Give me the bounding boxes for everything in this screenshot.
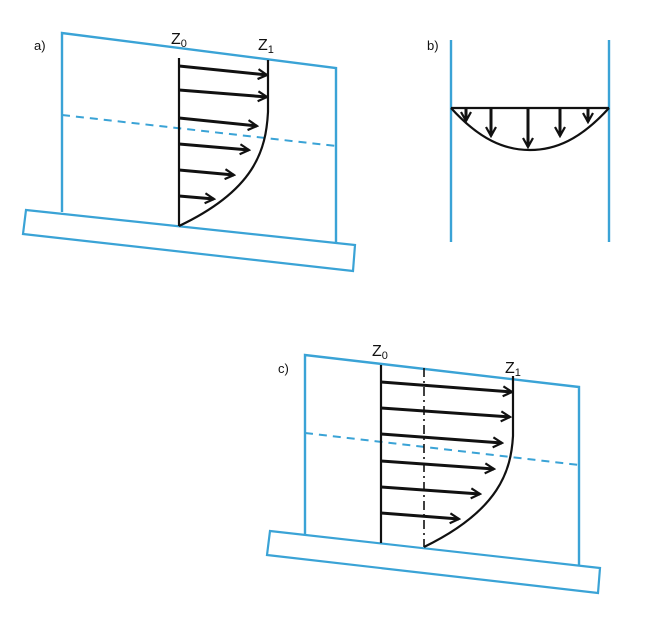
panel-a-velocity-arrow (178, 64, 267, 75)
panel-a-label: a) (34, 38, 46, 53)
panel-a-velocity-arrow (178, 170, 234, 175)
panel-a-z1-label: Z1 (258, 37, 274, 56)
panel-a-channel-outline (60, 31, 338, 243)
panel-c: c) Z0 Z1 (265, 343, 602, 595)
panel-c-base-plate (265, 529, 602, 595)
panel-a-velocity-arrow (178, 196, 214, 199)
panel-c-channel-outline (303, 353, 581, 566)
panel-c-velocity-arrow (380, 406, 510, 417)
panel-a-velocity-arrow (178, 142, 249, 150)
panel-c-velocity-arrow (380, 432, 502, 443)
panel-c-label: c) (278, 361, 289, 376)
panel-c-z1-label: Z1 (505, 360, 521, 379)
panel-c-velocity-arrow (380, 459, 494, 469)
panel-c-velocity-profile (423, 376, 515, 548)
panel-b-label: b) (427, 38, 439, 53)
panel-c-velocity-arrow (380, 511, 459, 519)
panel-a-base-plate (21, 208, 357, 273)
panel-c-velocity-arrow (380, 380, 512, 392)
panel-a: a) Z0 Z1 (21, 31, 357, 273)
panel-b: b) (427, 38, 611, 242)
panel-b-velocity-profile (450, 107, 610, 152)
panel-a-velocity-arrow (178, 116, 257, 126)
panel-a-water-surface (61, 114, 337, 147)
panel-c-z0-label: Z0 (372, 343, 388, 362)
panel-a-z0-label: Z0 (171, 31, 187, 50)
panel-a-velocity-profile (178, 60, 270, 227)
panel-c-velocity-arrow (380, 485, 480, 494)
panel-c-water-surface (304, 432, 580, 466)
panel-a-velocity-arrow (178, 88, 267, 97)
